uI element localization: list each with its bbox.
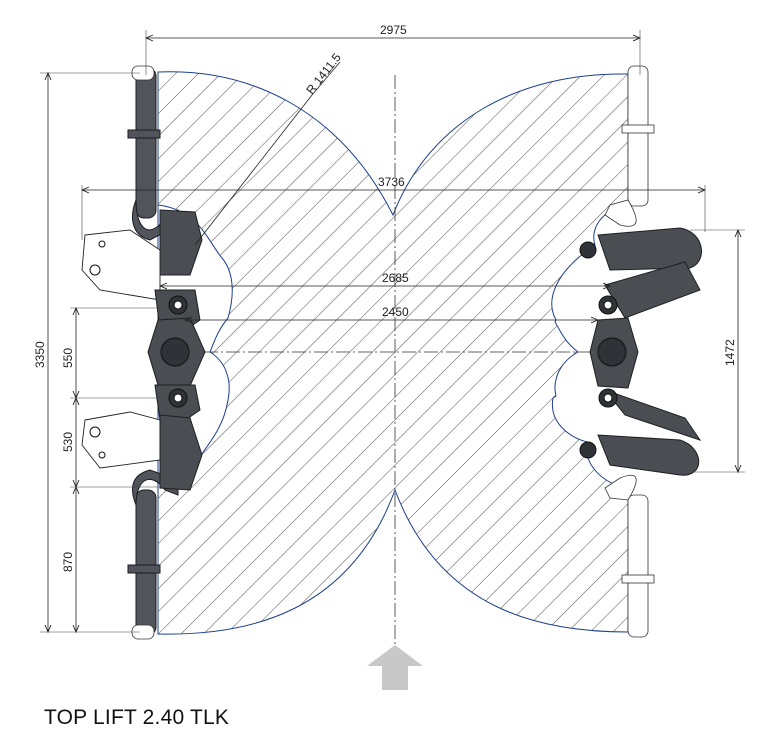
left-carriage [147,317,206,387]
dim-inner-span-1: 2685 [160,271,610,286]
right-carriage [589,317,639,389]
radius-label: R 1411.5 [303,50,344,97]
svg-text:3736: 3736 [378,175,405,189]
lift-model-title: TOP LIFT 2.40 TLK [44,706,230,729]
svg-text:3350: 3350 [33,341,47,368]
lift-plan-drawing: R 1411.5 2975 3736 2685 2450 3350 550 53 [33,23,745,690]
dim-pad-gap-upper: 550 [61,308,165,398]
dim-post-to-pad: 870 [61,487,76,632]
dim-pad-gap-lower: 530 [61,398,165,487]
radius-leader [194,94,313,246]
right-post [604,65,655,638]
left-rear-arm [81,384,203,491]
svg-text:2450: 2450 [382,305,409,319]
left-front-arm [81,209,203,336]
svg-text:1472: 1472 [723,339,737,366]
svg-text:870: 870 [61,552,75,572]
svg-text:550: 550 [61,348,75,368]
svg-text:530: 530 [61,432,75,452]
dim-overall-width: 2975 [146,23,640,75]
dim-overall-length: 3350 [33,73,140,632]
dim-arm-span: 3736 [82,175,705,240]
svg-text:2685: 2685 [382,271,409,285]
left-post [127,65,179,640]
svg-text:2975: 2975 [380,23,407,37]
arrow-up-icon [367,645,423,690]
arm-swing-area [157,71,629,635]
dim-inner-span-2: 2450 [185,305,598,320]
right-rear-arm [579,388,702,476]
dim-front-arm-spread: 1472 [690,230,745,472]
right-front-arm [579,227,702,319]
